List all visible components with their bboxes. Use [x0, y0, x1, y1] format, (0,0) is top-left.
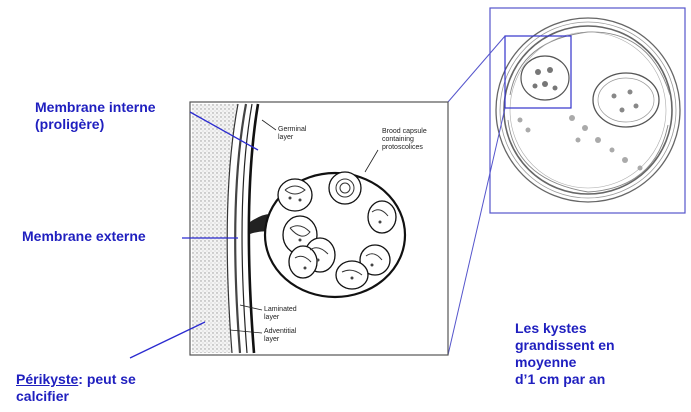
- brood-capsule: [593, 73, 659, 127]
- label-growth: Les kystes grandissent en moyenne d’1 cm…: [515, 320, 615, 388]
- label-perikyste-line2: calcifier: [16, 388, 136, 405]
- germinal-line1: Germinal: [278, 126, 306, 134]
- label-membrane-externe: Membrane externe: [22, 228, 146, 245]
- brood-line2: containing: [382, 136, 427, 144]
- adventitial-line1: Adventitial: [264, 328, 296, 336]
- label-membrane-interne-line1: Membrane interne: [35, 99, 156, 116]
- brood-capsule: [521, 56, 569, 100]
- label-brood-capsule: Brood capsule containing protoscolices: [382, 128, 427, 152]
- label-membrane-interne-line2: (proligère): [35, 116, 156, 133]
- label-perikyste: Périkyste: peut se calcifier: [16, 371, 136, 405]
- germinal-line2: layer: [278, 134, 306, 142]
- label-membrane-interne: Membrane interne (proligère): [35, 99, 156, 133]
- label-adventitial-layer: Adventitial layer: [264, 328, 296, 344]
- cyst-cross-section-panel: [490, 8, 685, 213]
- label-germinal-layer: Germinal layer: [278, 126, 306, 142]
- label-growth-line4: d’1 cm par an: [515, 371, 615, 388]
- label-growth-line2: grandissent en: [515, 337, 615, 354]
- perikyste-term: Périkyste: [16, 371, 78, 387]
- laminated-line2: layer: [264, 314, 297, 322]
- label-perikyste-line1: Périkyste: peut se: [16, 371, 136, 388]
- perikyste-desc: : peut se: [78, 371, 136, 387]
- label-growth-line1: Les kystes: [515, 320, 615, 337]
- brood-line1: Brood capsule: [382, 128, 427, 136]
- brood-line3: protoscolices: [382, 144, 427, 152]
- zoom-line-bottom: [448, 108, 505, 355]
- label-growth-line3: moyenne: [515, 354, 615, 371]
- laminated-line1: Laminated: [264, 306, 297, 314]
- adventitial-line2: layer: [264, 336, 296, 344]
- label-laminated-layer: Laminated layer: [264, 306, 297, 322]
